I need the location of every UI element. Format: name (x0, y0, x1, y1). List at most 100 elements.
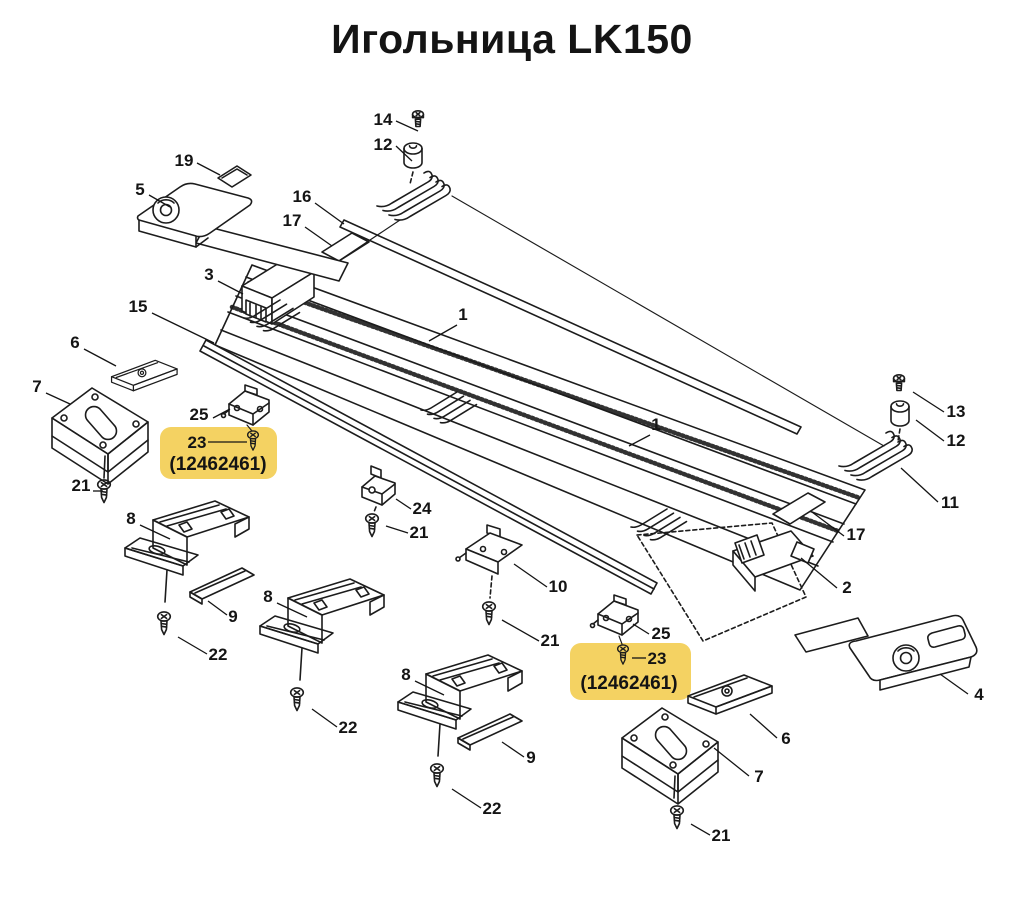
line-art (51, 110, 978, 830)
leader-line (139, 524, 171, 540)
part-callout-7: 7 (754, 767, 763, 786)
part-8-bracket (397, 654, 523, 757)
part-16-rod (339, 219, 802, 435)
part-24-bracket (361, 465, 396, 513)
part-callout-8: 8 (263, 587, 272, 606)
leader-line (314, 202, 345, 225)
part-19-pad (217, 165, 252, 188)
part-callout-17: 17 (847, 525, 866, 544)
leader-line (939, 673, 969, 695)
part-callout-9: 9 (228, 607, 237, 626)
leader-line (690, 823, 711, 836)
leader-line (395, 145, 413, 162)
part-callout-24: 24 (413, 499, 432, 518)
leader-line (304, 226, 333, 247)
part-callout-25: 25 (652, 624, 671, 643)
leader-line (212, 408, 231, 419)
leader-line (395, 498, 412, 510)
part-callout-8: 8 (401, 665, 410, 684)
leader-line (151, 312, 215, 344)
part-7-plate-right (621, 707, 719, 805)
leader-line (311, 708, 338, 728)
leader-line (385, 525, 409, 534)
leader-line (148, 194, 171, 208)
part-callout-9: 9 (526, 748, 535, 767)
part-callout-11: 11 (941, 493, 959, 512)
leader-line (915, 419, 945, 442)
part-callout-1: 1 (651, 415, 660, 434)
leader-line (800, 557, 838, 589)
part-4-plate (794, 614, 978, 691)
part-callout-17: 17 (283, 211, 302, 230)
highlight-box (570, 643, 691, 700)
part-25-bracket-left (220, 384, 270, 426)
part-callout-22: 22 (483, 799, 502, 818)
leader-line (395, 120, 419, 132)
part-2-end-bracket (732, 530, 815, 592)
part-6-clip-right (687, 674, 773, 715)
part-9-strip (189, 567, 255, 605)
leader-line (811, 511, 845, 537)
leader-line (713, 747, 750, 777)
cap-12-right (890, 400, 910, 427)
leader-line (632, 623, 650, 635)
catalog-number: (12462461) (580, 673, 677, 694)
part-callout-12: 12 (374, 135, 393, 154)
part-callout-23: 23 (648, 649, 667, 668)
part-callout-6: 6 (781, 729, 790, 748)
part-17-strip-left (321, 232, 370, 262)
part-callout-1: 1 (458, 305, 467, 324)
highlight-layer (160, 427, 691, 700)
part-callout-12: 12 (947, 431, 966, 450)
part-9-strip (457, 713, 523, 751)
part-1-needle-bed (214, 264, 866, 591)
leader-line (513, 563, 548, 588)
part-15-rail (199, 339, 658, 595)
part-callout-21: 21 (72, 476, 91, 495)
part-callout-6: 6 (70, 333, 79, 352)
leader-line (912, 391, 945, 413)
wire-set-top (376, 170, 451, 221)
part-callout-23: 23 (188, 433, 207, 452)
part-callout-21: 21 (712, 826, 731, 845)
part-25-bracket-right (589, 594, 639, 636)
part-callout-22: 22 (209, 645, 228, 664)
leader-line (45, 392, 71, 405)
screw-21 (669, 805, 685, 830)
leader-line (276, 602, 308, 618)
part-17-strip-right (772, 492, 826, 525)
part-callout-10: 10 (549, 577, 568, 596)
part-callout-22: 22 (339, 718, 358, 737)
page-title: Игольница LK150 (331, 16, 693, 62)
part-callout-21: 21 (541, 631, 560, 650)
screw-13 (892, 373, 906, 392)
screw-22 (289, 687, 305, 712)
part-callout-15: 15 (129, 297, 148, 316)
part-3-end-cap (241, 259, 315, 325)
wire-guide-line (451, 195, 885, 447)
part-callout-2: 2 (842, 578, 851, 597)
part-callout-13: 13 (947, 402, 966, 421)
screw-22 (156, 611, 172, 636)
leader-line (414, 680, 445, 696)
highlight-box (160, 427, 277, 479)
leader-line (83, 348, 117, 367)
leader-line (501, 741, 525, 758)
part-callout-3: 3 (204, 265, 213, 284)
leader-line (428, 324, 458, 342)
leader-line (217, 280, 244, 295)
leader-line (177, 636, 208, 655)
catalog-number: (12462461) (169, 454, 266, 475)
part-callout-4: 4 (974, 685, 984, 704)
part-11-wire-set (838, 430, 913, 481)
leader-line (451, 788, 482, 809)
part-callout-21: 21 (410, 523, 429, 542)
leader-line (628, 434, 651, 447)
part-callout-19: 19 (175, 151, 194, 170)
leader-line (501, 619, 540, 642)
part-5-plate (136, 182, 349, 282)
part-callout-25: 25 (190, 405, 209, 424)
